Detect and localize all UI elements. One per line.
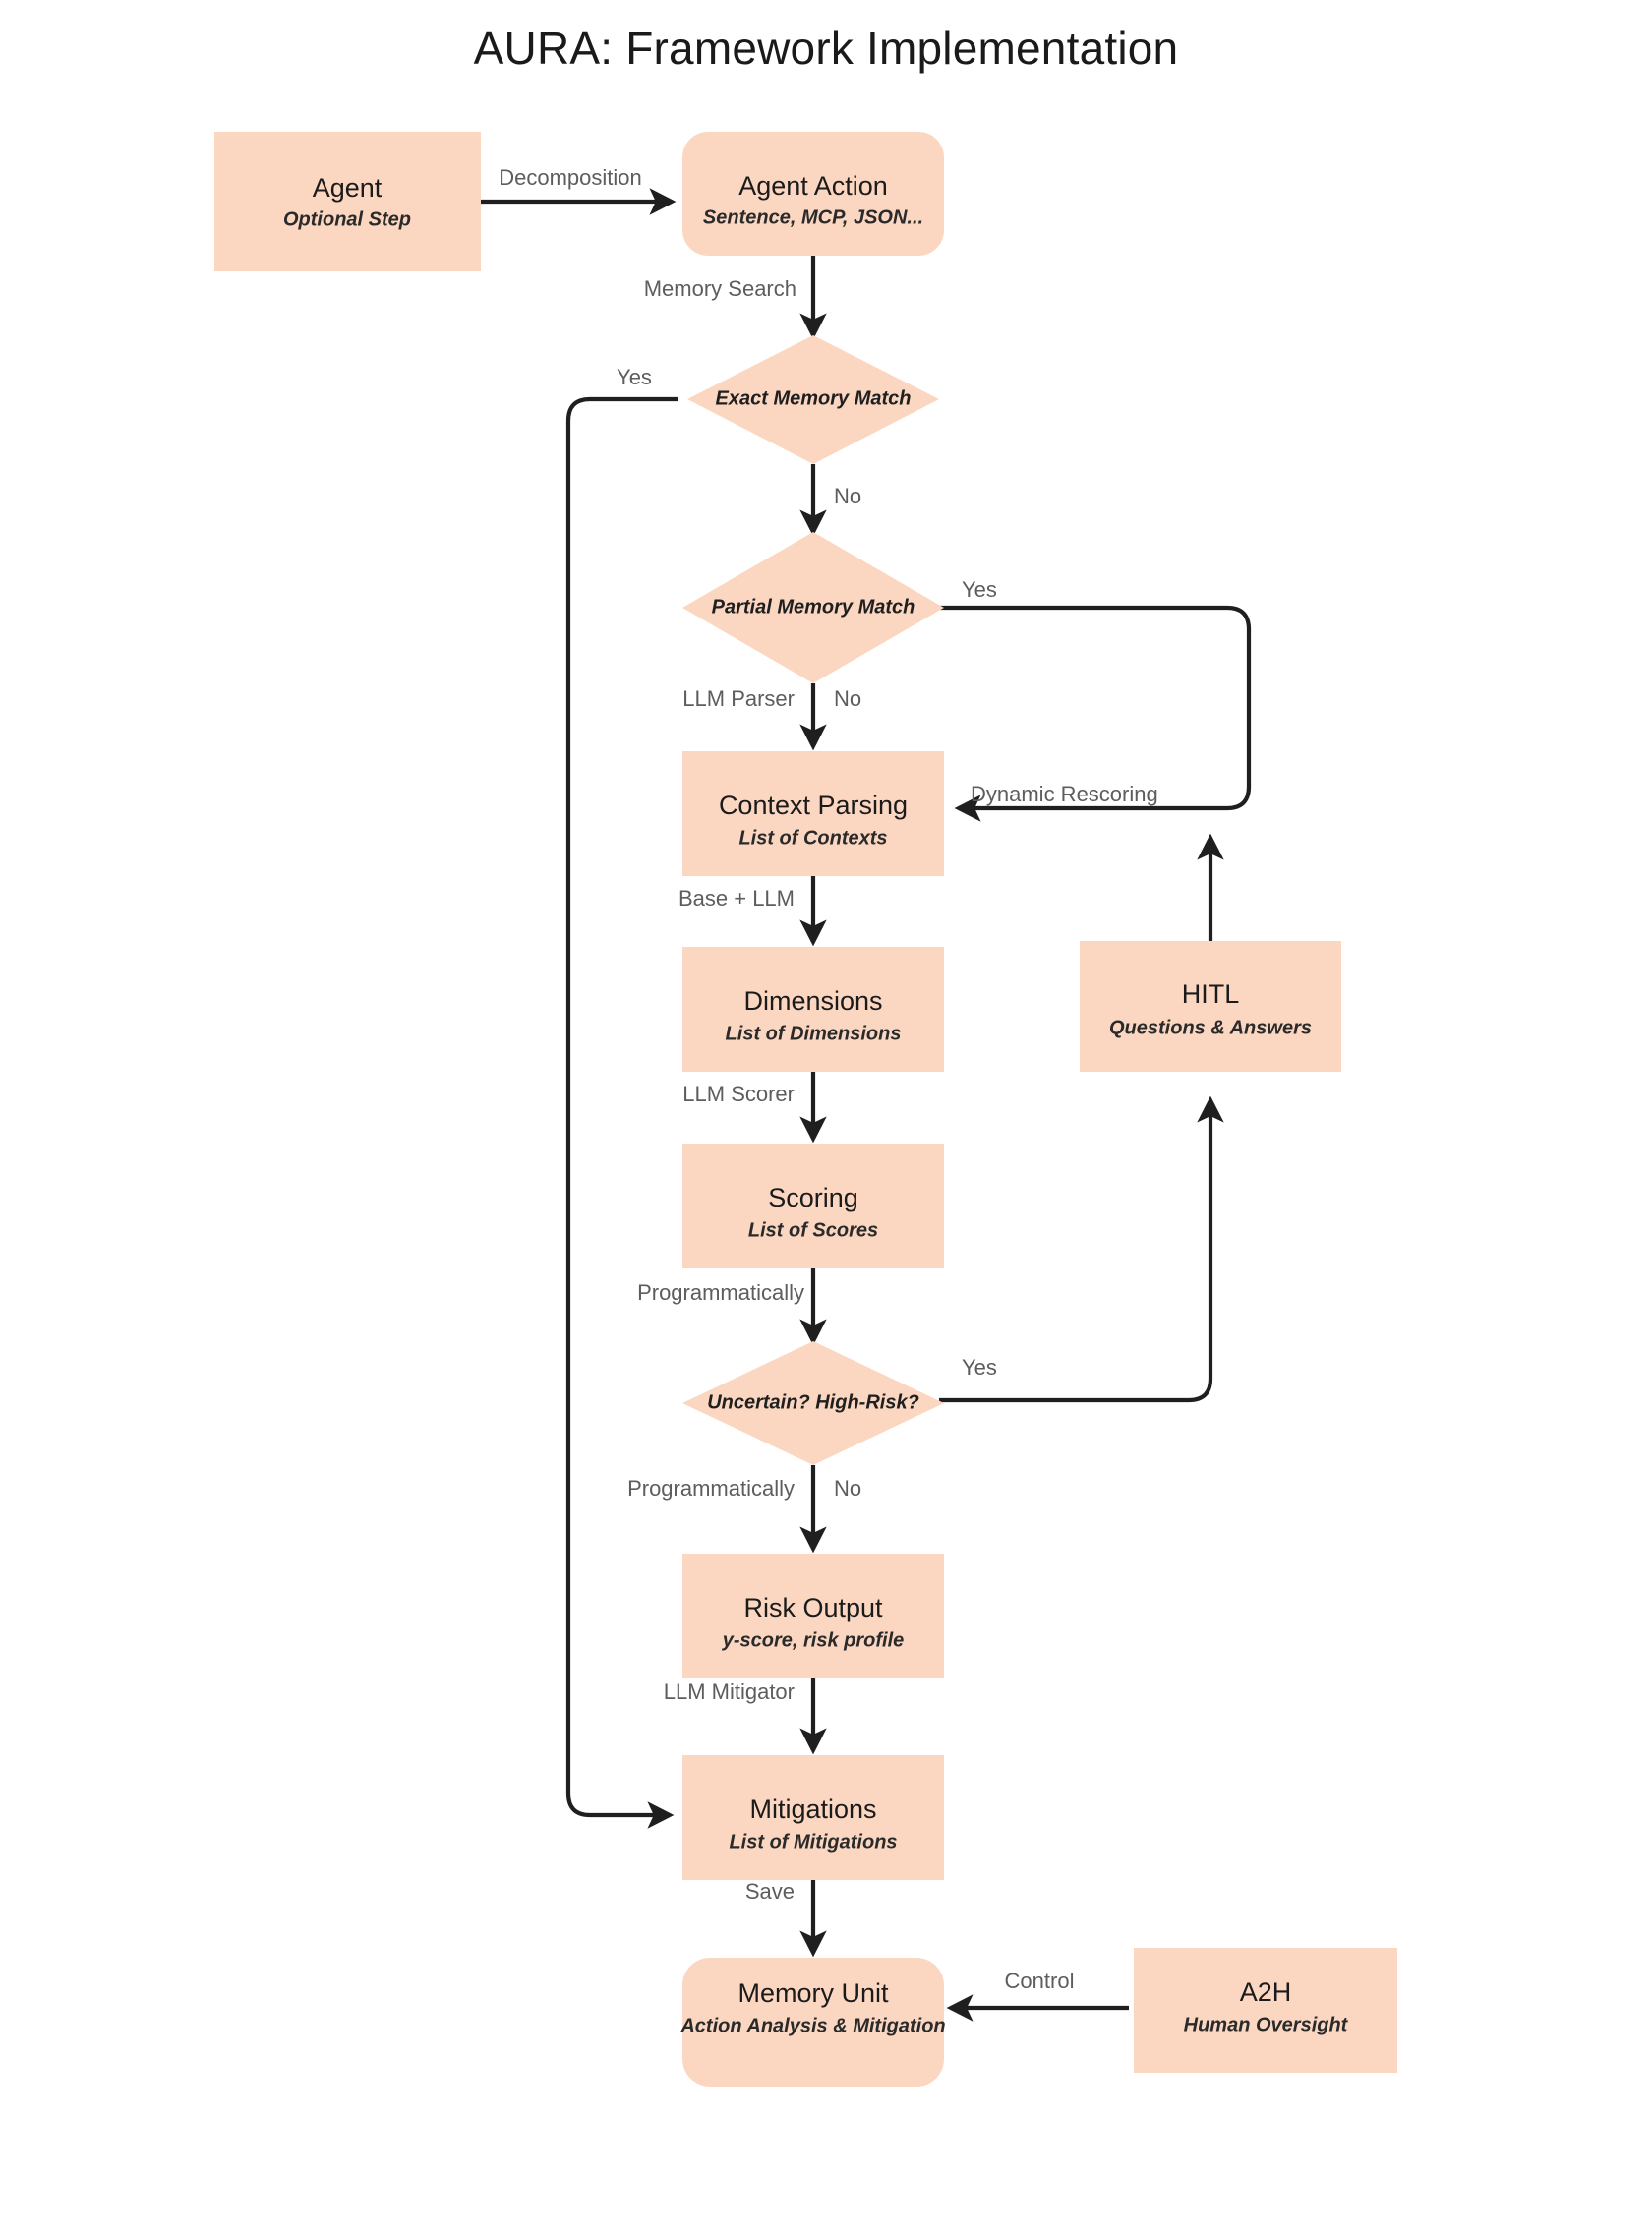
node-memory-unit[interactable]: Memory Unit Action Analysis & Mitigation: [679, 1958, 946, 2087]
edge-label-base-plus-llm: Base + LLM: [678, 886, 795, 911]
edge-label-programmatically-scoring: Programmatically: [637, 1280, 804, 1305]
node-context-parsing-title: Context Parsing: [719, 791, 908, 820]
edge-label-no-exact: No: [834, 484, 861, 508]
node-a2h-shape: [1134, 1948, 1397, 2073]
node-dimensions-shape: [682, 947, 944, 1072]
node-partial-memory-match[interactable]: Partial Memory Match: [682, 532, 944, 683]
edge-label-dynamic-rescoring: Dynamic Rescoring: [971, 782, 1158, 806]
node-scoring-shape: [682, 1144, 944, 1268]
edge-label-llm-parser: LLM Parser: [682, 686, 795, 711]
node-hitl-title: HITL: [1182, 979, 1240, 1009]
node-agent-action[interactable]: Agent Action Sentence, MCP, JSON...: [682, 132, 944, 256]
node-context-parsing[interactable]: Context Parsing List of Contexts: [682, 751, 944, 876]
edge-label-yes-exact: Yes: [617, 365, 652, 389]
node-context-parsing-subtitle: List of Contexts: [738, 827, 887, 849]
node-mitigations-shape: [682, 1755, 944, 1880]
node-risk-output-title: Risk Output: [743, 1593, 883, 1622]
node-scoring[interactable]: Scoring List of Scores: [682, 1144, 944, 1268]
node-mitigations-subtitle: List of Mitigations: [729, 1831, 897, 1853]
edge-label-llm-scorer: LLM Scorer: [682, 1082, 795, 1106]
edge-label-programmatically-uncertain: Programmatically: [627, 1476, 795, 1501]
node-uncertain-high-risk[interactable]: Uncertain? High-Risk?: [682, 1341, 944, 1465]
node-uncertain-high-risk-shape: [682, 1341, 944, 1465]
edge-label-yes-uncertain: Yes: [962, 1355, 997, 1380]
edge-label-llm-mitigator: LLM Mitigator: [664, 1679, 795, 1704]
node-hitl[interactable]: HITL Questions & Answers: [1080, 941, 1341, 1072]
node-risk-output-shape: [682, 1554, 944, 1678]
node-scoring-title: Scoring: [768, 1183, 858, 1212]
node-hitl-shape: [1080, 941, 1341, 1072]
node-context-parsing-shape: [682, 751, 944, 876]
node-exact-memory-match[interactable]: Exact Memory Match: [687, 335, 939, 464]
edge-exact-yes-to-mitigations: [565, 396, 678, 1829]
node-scoring-subtitle: List of Scores: [748, 1219, 878, 1241]
edge-label-no-partial: No: [834, 686, 861, 711]
node-memory-unit-title: Memory Unit: [738, 1978, 889, 2008]
node-a2h-subtitle: Human Oversight: [1184, 2014, 1349, 2035]
node-risk-output-subtitle: y-score, risk profile: [722, 1629, 905, 1651]
node-uncertain-high-risk-label: Uncertain? High-Risk?: [707, 1391, 919, 1413]
node-dimensions-subtitle: List of Dimensions: [726, 1023, 902, 1044]
node-hitl-subtitle: Questions & Answers: [1109, 1017, 1312, 1038]
node-agent-action-subtitle: Sentence, MCP, JSON...: [703, 206, 923, 228]
node-partial-memory-match-shape: [682, 532, 944, 683]
edge-label-yes-partial: Yes: [962, 577, 997, 602]
node-partial-memory-match-label: Partial Memory Match: [712, 596, 915, 618]
node-exact-memory-match-shape: [687, 335, 939, 464]
node-agent-shape: [214, 132, 481, 271]
edge-label-no-uncertain: No: [834, 1476, 861, 1501]
node-memory-unit-subtitle: Action Analysis & Mitigation: [679, 2015, 945, 2036]
edge-partial-yes-to-context-parsing: [924, 605, 1252, 822]
node-risk-output[interactable]: Risk Output y-score, risk profile: [682, 1554, 944, 1678]
edge-label-control: Control: [1005, 1969, 1075, 1993]
node-agent-action-title: Agent Action: [738, 171, 888, 201]
node-a2h-title: A2H: [1240, 1977, 1292, 2007]
node-agent-action-shape: [682, 132, 944, 256]
edge-label-save: Save: [745, 1879, 795, 1904]
node-a2h[interactable]: A2H Human Oversight: [1134, 1948, 1397, 2073]
page-title: AURA: Framework Implementation: [473, 23, 1179, 74]
node-memory-unit-shape: [682, 1958, 944, 2087]
node-agent-subtitle: Optional Step: [283, 208, 411, 230]
node-exact-memory-match-label: Exact Memory Match: [716, 387, 912, 409]
edge-uncertain-yes-to-hitl: [939, 1095, 1224, 1403]
node-agent[interactable]: Agent Optional Step: [214, 132, 481, 271]
node-mitigations[interactable]: Mitigations List of Mitigations: [682, 1755, 944, 1880]
node-dimensions-title: Dimensions: [743, 986, 882, 1016]
node-mitigations-title: Mitigations: [749, 1795, 876, 1824]
edge-label-memory-search: Memory Search: [644, 276, 796, 301]
node-dimensions[interactable]: Dimensions List of Dimensions: [682, 947, 944, 1072]
edge-label-decomposition: Decomposition: [499, 165, 642, 190]
node-agent-title: Agent: [313, 173, 383, 203]
